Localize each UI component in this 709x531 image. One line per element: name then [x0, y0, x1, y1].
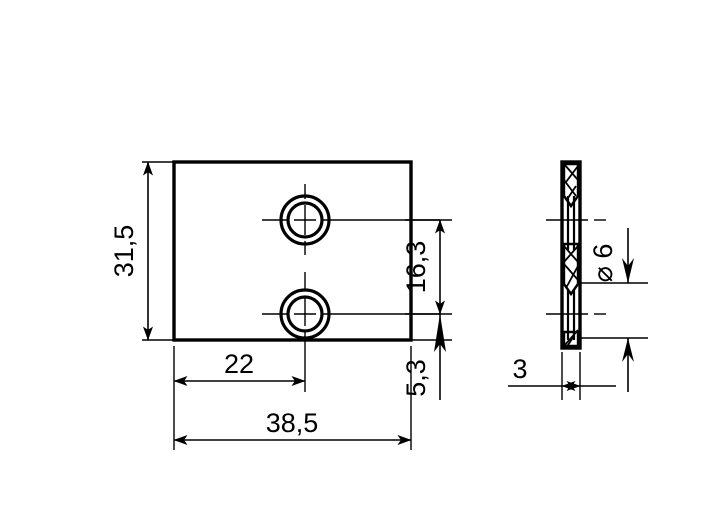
side-view-centerlines: [546, 219, 606, 315]
dimension-thickness-label: 3: [512, 354, 527, 384]
front-view: 31,5 16,3 5,3 22: [109, 160, 452, 450]
lower-hole: [279, 288, 331, 340]
hatch-line: [563, 245, 579, 263]
hatch-line: [567, 185, 577, 199]
lower-hole-inner-circle: [286, 295, 324, 333]
upper-hole: [279, 194, 331, 246]
dimension-arrow-bottom: [622, 338, 634, 362]
hatch-line: [563, 263, 579, 281]
section-block-top: [562, 162, 580, 209]
hatch-line: [565, 265, 579, 289]
upper-hole-outer-circle: [279, 194, 331, 246]
dimension-hole-spacing: 16,3: [401, 219, 452, 315]
dimension-arrow-top: [622, 258, 634, 283]
section-block-middle: [562, 242, 580, 297]
dimension-hole-x: 22: [173, 346, 306, 392]
hatch-line: [565, 335, 575, 348]
plate-outline: [172, 160, 413, 342]
hatch-line: [565, 165, 579, 183]
hatch-line: [563, 179, 577, 197]
hatch-line: [563, 163, 579, 181]
hatch-line: [563, 329, 579, 347]
dimension-bottom-offset-label: 5,3: [401, 359, 431, 397]
dimension-height: 31,5: [109, 161, 180, 341]
dimension-hole-diameter: ⌀ 6: [578, 228, 648, 392]
section-hatching: [562, 162, 580, 348]
dimension-arrow-up: [434, 314, 446, 352]
dimension-thickness: 3: [508, 352, 616, 400]
side-view: ⌀ 6 3: [508, 160, 648, 400]
dimension-width-label: 38,5: [266, 408, 319, 438]
side-view-outline: [560, 160, 582, 350]
upper-hole-inner-circle: [286, 201, 324, 239]
dimension-height-label: 31,5: [109, 225, 139, 278]
dimension-diameter-label: ⌀ 6: [588, 244, 618, 283]
dimension-bottom-offset: 5,3: [401, 314, 452, 400]
dimension-hole-x-label: 22: [224, 349, 254, 379]
dimension-hole-spacing-label: 16,3: [401, 241, 431, 294]
lower-hole-outer-circle: [279, 288, 331, 340]
dimension-width: 38,5: [173, 346, 412, 450]
